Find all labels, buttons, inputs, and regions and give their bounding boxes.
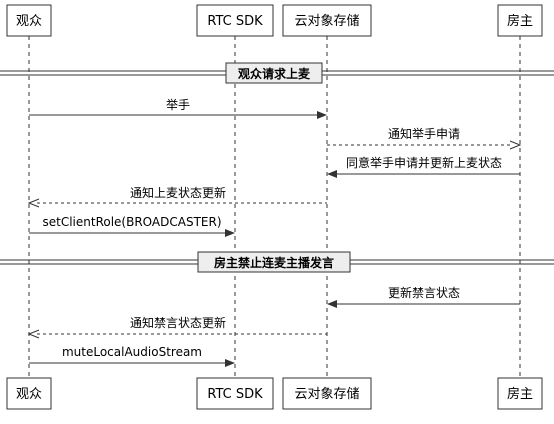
divider-label: 观众请求上麦 xyxy=(238,66,311,81)
divider-host-mute: 房主禁止连麦主播发言 xyxy=(0,251,554,273)
arrow-right-icon xyxy=(225,229,235,237)
message-set-client-role: setClientRole(BROADCASTER) xyxy=(29,215,235,237)
message-label: 通知上麦状态更新 xyxy=(130,185,226,200)
arrow-left-icon xyxy=(27,198,40,208)
participant-audience-top: 观众 xyxy=(6,4,52,37)
divider-request-mic: 观众请求上麦 xyxy=(0,62,554,84)
arrow-right-icon xyxy=(225,359,235,367)
message-notify-raise-hand: 通知举手申请 xyxy=(327,127,522,150)
message-label: 更新禁言状态 xyxy=(388,285,460,300)
message-label: 通知举手申请 xyxy=(388,127,460,141)
message-label: 通知禁言状态更新 xyxy=(130,315,226,330)
message-label: setClientRole(BROADCASTER) xyxy=(42,215,221,229)
arrow-left-icon xyxy=(327,170,337,178)
message-approve-and-update: 同意举手申请并更新上麦状态 xyxy=(327,155,520,178)
participant-label: RTC SDK xyxy=(207,14,263,29)
arrow-right-icon xyxy=(317,111,327,119)
participant-label: 观众 xyxy=(16,387,42,402)
message-update-mute-status: 更新禁言状态 xyxy=(327,285,520,308)
message-label: muteLocalAudioStream xyxy=(62,345,202,359)
message-notify-mic-status: 通知上麦状态更新 xyxy=(27,185,327,208)
participant-rtc-sdk-bottom: RTC SDK xyxy=(196,377,274,410)
arrow-right-icon xyxy=(509,140,522,150)
arrow-left-icon xyxy=(27,329,40,339)
participant-label: 云对象存储 xyxy=(294,14,359,29)
message-label: 举手 xyxy=(166,98,190,112)
participant-host-bottom: 房主 xyxy=(497,377,543,410)
participant-label: RTC SDK xyxy=(207,387,263,402)
participant-label: 云对象存储 xyxy=(294,387,359,402)
participant-rtc-sdk-top: RTC SDK xyxy=(196,4,274,37)
divider-label: 房主禁止连麦主播发言 xyxy=(214,255,334,270)
message-raise-hand: 举手 xyxy=(29,98,327,119)
message-label: 同意举手申请并更新上麦状态 xyxy=(346,155,502,170)
participant-label: 观众 xyxy=(16,14,42,29)
participant-cloud-storage-top: 云对象存储 xyxy=(282,4,372,37)
arrow-left-icon xyxy=(327,300,337,308)
participant-label: 房主 xyxy=(507,386,533,402)
message-mute-local-audio: muteLocalAudioStream xyxy=(29,345,235,367)
participant-host-top: 房主 xyxy=(497,4,543,37)
participant-cloud-storage-bottom: 云对象存储 xyxy=(282,377,372,410)
participant-label: 房主 xyxy=(507,13,533,29)
participant-audience-bottom: 观众 xyxy=(6,377,52,410)
message-notify-mute-status: 通知禁言状态更新 xyxy=(27,315,327,339)
